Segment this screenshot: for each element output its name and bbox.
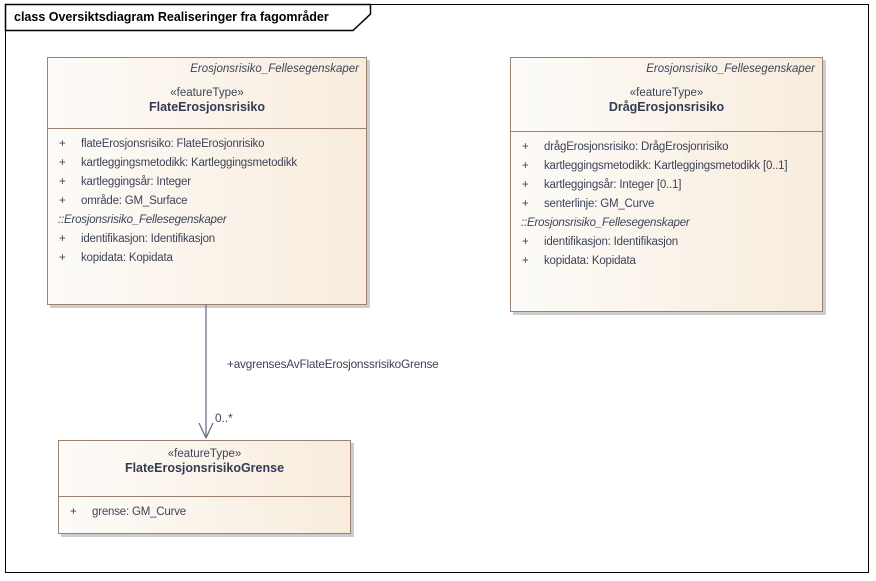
attribute-row[interactable]: + drågErosjonsrisiko: DrågErosjonrisiko	[511, 138, 822, 157]
attribute-text: kartleggingsmetodikk: Kartleggingsmetodi…	[544, 160, 788, 172]
frame-title-tab	[4, 3, 372, 32]
attributes-compartment: + drågErosjonsrisiko: DrågErosjonrisiko +…	[511, 131, 822, 271]
visibility-marker: +	[59, 138, 66, 150]
visibility-marker: +	[59, 233, 66, 245]
visibility-marker: +	[70, 506, 77, 518]
visibility-marker: +	[59, 252, 66, 264]
class-header: «featureType» FlateErosjonsrisikoGrense	[59, 448, 350, 496]
attribute-text: område: GM_Surface	[81, 195, 188, 207]
stereotype-label: «featureType»	[170, 87, 244, 99]
association-multiplicity: 0..*	[215, 411, 233, 425]
attribute-row[interactable]: + kartleggingsmetodikk: Kartleggingsmetod…	[48, 154, 366, 173]
class-box-flateerosjonsrisikogrense[interactable]: «featureType» FlateErosjonsrisikoGrense …	[58, 440, 351, 534]
attribute-text: grense: GM_Curve	[92, 506, 186, 518]
attributes-compartment: + grense: GM_Curve	[59, 496, 350, 522]
attribute-row[interactable]: + senterlinje: GM_Curve	[511, 195, 822, 214]
visibility-marker: +	[522, 141, 529, 153]
attribute-row[interactable]: + kopidata: Kopidata	[48, 249, 366, 268]
association-line[interactable]	[190, 304, 230, 444]
parent-package-label: Erosjonsrisiko_Fellesegenskaper	[190, 63, 359, 75]
visibility-marker: +	[59, 195, 66, 207]
inherited-section-label: ::Erosjonsrisiko_Fellesegenskaper	[58, 214, 227, 226]
attribute-text: identifikasjon: Identifikasjon	[81, 233, 215, 245]
stereotype-label: «featureType»	[629, 87, 704, 99]
attribute-text: identifikasjon: Identifikasjon	[544, 236, 678, 248]
attribute-row[interactable]: + kartleggingsår: Integer	[48, 173, 366, 192]
attribute-row[interactable]: + identifikasjon: Identifikasjon	[511, 233, 822, 252]
attribute-text: kopidata: Kopidata	[81, 252, 173, 264]
attribute-row[interactable]: + kopidata: Kopidata	[511, 252, 822, 271]
class-name: FlateErosjonsrisikoGrense	[124, 461, 285, 475]
class-header: Erosjonsrisiko_Fellesegenskaper «feature…	[48, 58, 366, 128]
attribute-row[interactable]: + kartleggingsmetodikk: Kartleggingsmetod…	[511, 157, 822, 176]
association-role-label: +avgrensesAvFlateErosjonssrisikoGrense	[227, 357, 439, 371]
attribute-text: drågErosjonsrisiko: DrågErosjonrisiko	[544, 141, 729, 153]
diagram-title: class Oversiktsdiagram Realiseringer fra…	[14, 10, 329, 24]
stereotype-label: «featureType»	[167, 448, 242, 460]
visibility-marker: +	[522, 236, 529, 248]
class-name: FlateErosjonsrisiko	[148, 100, 265, 114]
attribute-text: senterlinje: GM_Curve	[544, 198, 655, 210]
attribute-text: kopidata: Kopidata	[544, 255, 636, 267]
attribute-text: flateErosjonsrisiko: FlateErosjonrisiko	[81, 138, 265, 150]
attribute-row[interactable]: + område: GM_Surface	[48, 192, 366, 211]
attributes-compartment: + flateErosjonsrisiko: FlateErosjonrisiko…	[48, 128, 366, 268]
visibility-marker: +	[522, 160, 529, 172]
visibility-marker: +	[522, 179, 529, 191]
class-header: Erosjonsrisiko_Fellesegenskaper «feature…	[511, 58, 822, 131]
class-box-dragerosjonsrisiko[interactable]: Erosjonsrisiko_Fellesegenskaper «feature…	[510, 57, 823, 312]
class-name: DrågErosjonsrisiko	[608, 100, 725, 114]
attribute-text: kartleggingsår: Integer	[81, 176, 191, 188]
attribute-text: kartleggingsmetodikk: Kartleggingsmetodi…	[81, 157, 297, 169]
visibility-marker: +	[59, 157, 66, 169]
parent-package-label: Erosjonsrisiko_Fellesegenskaper	[646, 63, 815, 75]
attribute-row[interactable]: + identifikasjon: Identifikasjon	[48, 230, 366, 249]
class-box-flateerosjonsrisiko[interactable]: Erosjonsrisiko_Fellesegenskaper «feature…	[47, 57, 367, 305]
attribute-row[interactable]: + kartleggingsår: Integer [0..1]	[511, 176, 822, 195]
attribute-text: kartleggingsår: Integer [0..1]	[544, 179, 682, 191]
inherited-section-label: ::Erosjonsrisiko_Fellesegenskaper	[521, 217, 690, 229]
attribute-row[interactable]: + flateErosjonsrisiko: FlateErosjonrisiko	[48, 135, 366, 154]
visibility-marker: +	[522, 255, 529, 267]
attribute-row[interactable]: + grense: GM_Curve	[59, 503, 350, 522]
visibility-marker: +	[59, 176, 66, 188]
visibility-marker: +	[522, 198, 529, 210]
